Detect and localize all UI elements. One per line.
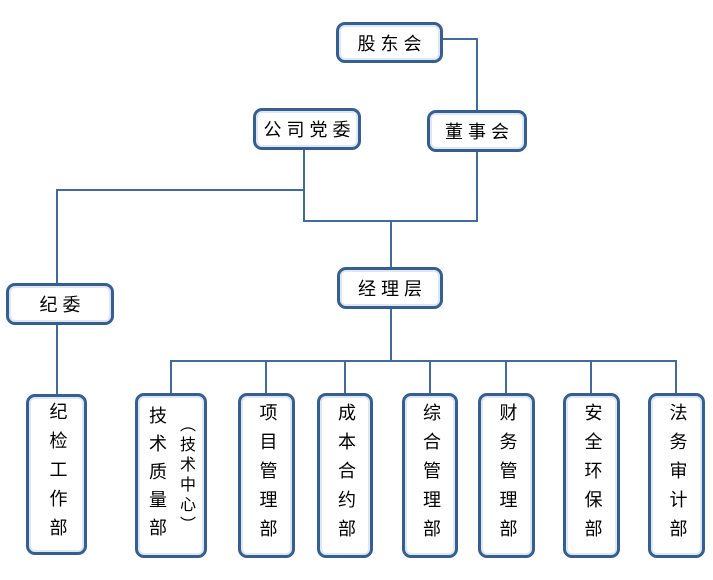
node-finance-mgmt-dept: 财务管理部 [478, 393, 535, 558]
node-general-mgmt-dept-label: 综合管理部 [420, 403, 441, 548]
node-tech-quality-dept-line1: 技术质量部 [146, 405, 167, 546]
node-tech-quality-dept-label: 技术质量部 （技术中心） [141, 406, 201, 546]
connector-line [476, 38, 478, 110]
node-discipline-committee-label: 纪委 [39, 295, 86, 316]
connector-line [56, 325, 58, 395]
node-discipline-work-dept-label: 纪检工作部 [46, 402, 68, 547]
node-tech-quality-dept: 技术质量部 （技术中心） [135, 393, 207, 558]
connector-line [344, 360, 346, 393]
node-finance-mgmt-dept-label: 财务管理部 [496, 403, 518, 548]
node-party-committee: 公司党委 [253, 108, 361, 150]
node-board: 董事会 [427, 110, 527, 152]
node-shareholders: 股东会 [336, 22, 443, 63]
connector-line [170, 360, 677, 362]
connector-line [56, 189, 305, 191]
node-discipline-work-dept: 纪检工作部 [26, 394, 87, 555]
node-discipline-committee: 纪委 [6, 283, 114, 325]
connector-line [265, 360, 267, 393]
node-project-mgmt-dept: 项目管理部 [238, 393, 295, 558]
connector-line [429, 360, 431, 393]
node-cost-contract-dept-label: 成本合约部 [335, 403, 356, 548]
node-safety-env-dept: 安全环保部 [563, 393, 620, 558]
connector-line [675, 360, 677, 393]
node-cost-contract-dept: 成本合约部 [317, 393, 373, 558]
node-tech-quality-dept-line2: （技术中心） [177, 415, 196, 536]
node-shareholders-label: 股东会 [357, 33, 427, 55]
connector-line [442, 38, 478, 40]
node-project-mgmt-dept-label: 项目管理部 [256, 403, 278, 548]
connector-line [590, 360, 592, 393]
connector-line [56, 189, 58, 283]
connector-line [505, 360, 507, 393]
node-general-mgmt-dept: 综合管理部 [402, 393, 458, 558]
connector-line [390, 220, 392, 267]
connector-line [303, 150, 305, 222]
connector-line [170, 360, 172, 393]
node-party-committee-label: 公司党委 [263, 120, 356, 141]
node-management: 经理层 [337, 267, 443, 309]
node-management-label: 经理层 [358, 279, 427, 300]
node-legal-audit-dept: 法务审计部 [648, 393, 705, 558]
node-board-label: 董事会 [445, 122, 514, 143]
connector-line [476, 152, 478, 222]
connector-line [390, 309, 392, 362]
node-legal-audit-dept-label: 法务审计部 [666, 403, 688, 548]
node-safety-env-dept-label: 安全环保部 [581, 403, 603, 548]
